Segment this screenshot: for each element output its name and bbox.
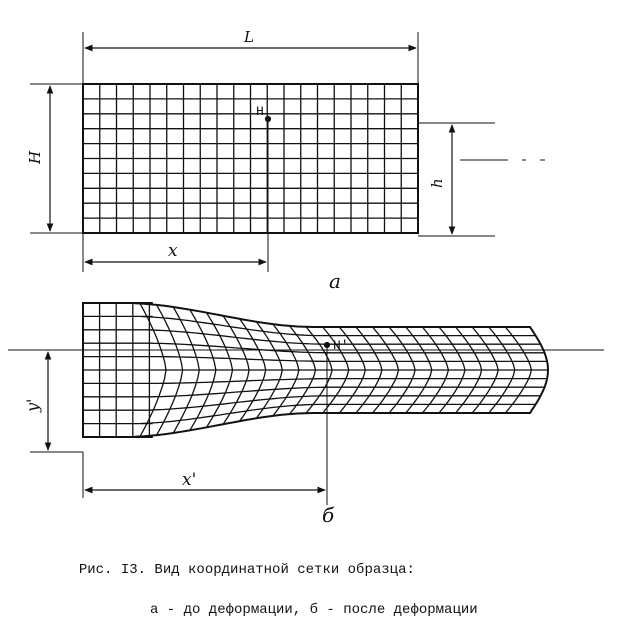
diagram-after-deformation (8, 302, 604, 505)
label-point-H-prime: H' (333, 338, 349, 353)
label-h: h (428, 178, 446, 188)
grid-b-longitudinal-line (83, 342, 545, 354)
diagram-before-deformation (30, 32, 545, 272)
grid-b-longitudinal-line (83, 377, 548, 385)
grid-b-longitudinal-line (83, 386, 545, 398)
point-H-marker (264, 115, 272, 123)
specimen-grid-figure: L H h x H a y' x' H' б (8, 28, 604, 527)
label-y-prime: y' (23, 399, 42, 413)
caption-line-2: а - до деформации, б - после деформации (150, 602, 478, 618)
label-x: x (168, 241, 178, 261)
label-part-a: a (329, 269, 341, 293)
specimen-outline-b (82, 302, 550, 438)
figure-caption: Рис. I3. Вид координатной сетки образца:… (62, 540, 478, 640)
specimen-outline-a (82, 83, 419, 234)
label-part-b: б (322, 503, 335, 527)
label-x-prime: x' (182, 470, 196, 490)
undeformed-grid (83, 84, 418, 233)
caption-line-1: Рис. I3. Вид координатной сетки образца: (78, 562, 415, 578)
label-H: H (26, 150, 44, 165)
label-point-H: H (256, 104, 264, 119)
label-L: L (243, 28, 254, 46)
point-H-prime-marker (323, 341, 331, 349)
grid-b-longitudinal-line (83, 395, 541, 411)
grid-b-longitudinal-line (83, 329, 541, 345)
grid-b-longitudinal-line (83, 403, 536, 425)
grid-b-longitudinal-line (83, 355, 548, 363)
grid-b-longitudinal-line (83, 315, 536, 337)
deformed-grid (83, 303, 548, 437)
